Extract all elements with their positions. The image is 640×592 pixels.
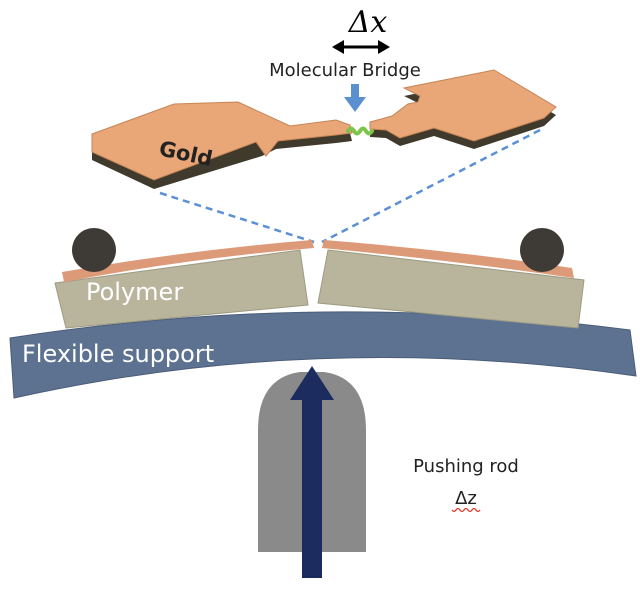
gold-electrode-right — [369, 69, 557, 149]
molecular-bridge — [346, 126, 374, 136]
polymer-block-right — [317, 249, 585, 329]
zoom-dashed-lines — [159, 128, 541, 244]
metal-film-right — [322, 240, 574, 278]
bridge-pointer-arrow — [344, 84, 366, 112]
delta-x-double-arrow — [332, 40, 390, 54]
spellcheck-squiggle — [451, 507, 481, 513]
pushing-rod-label: Pushing rod — [413, 456, 519, 477]
molecular-bridge-label: Molecular Bridge — [269, 60, 421, 81]
counter-support-right — [520, 228, 564, 272]
polymer-label: Polymer — [86, 278, 183, 306]
delta-x-label: Δx — [348, 5, 388, 40]
flexible-support-label: Flexible support — [22, 340, 214, 368]
metal-film-left — [62, 240, 314, 282]
counter-support-left — [72, 228, 116, 272]
pushing-rod-arrow — [290, 366, 334, 578]
polymer-block-left — [54, 249, 309, 329]
gold-electrode-left: Gold — [91, 101, 353, 189]
delta-z-label: Δz — [455, 488, 477, 509]
flexible-support — [9, 311, 637, 399]
